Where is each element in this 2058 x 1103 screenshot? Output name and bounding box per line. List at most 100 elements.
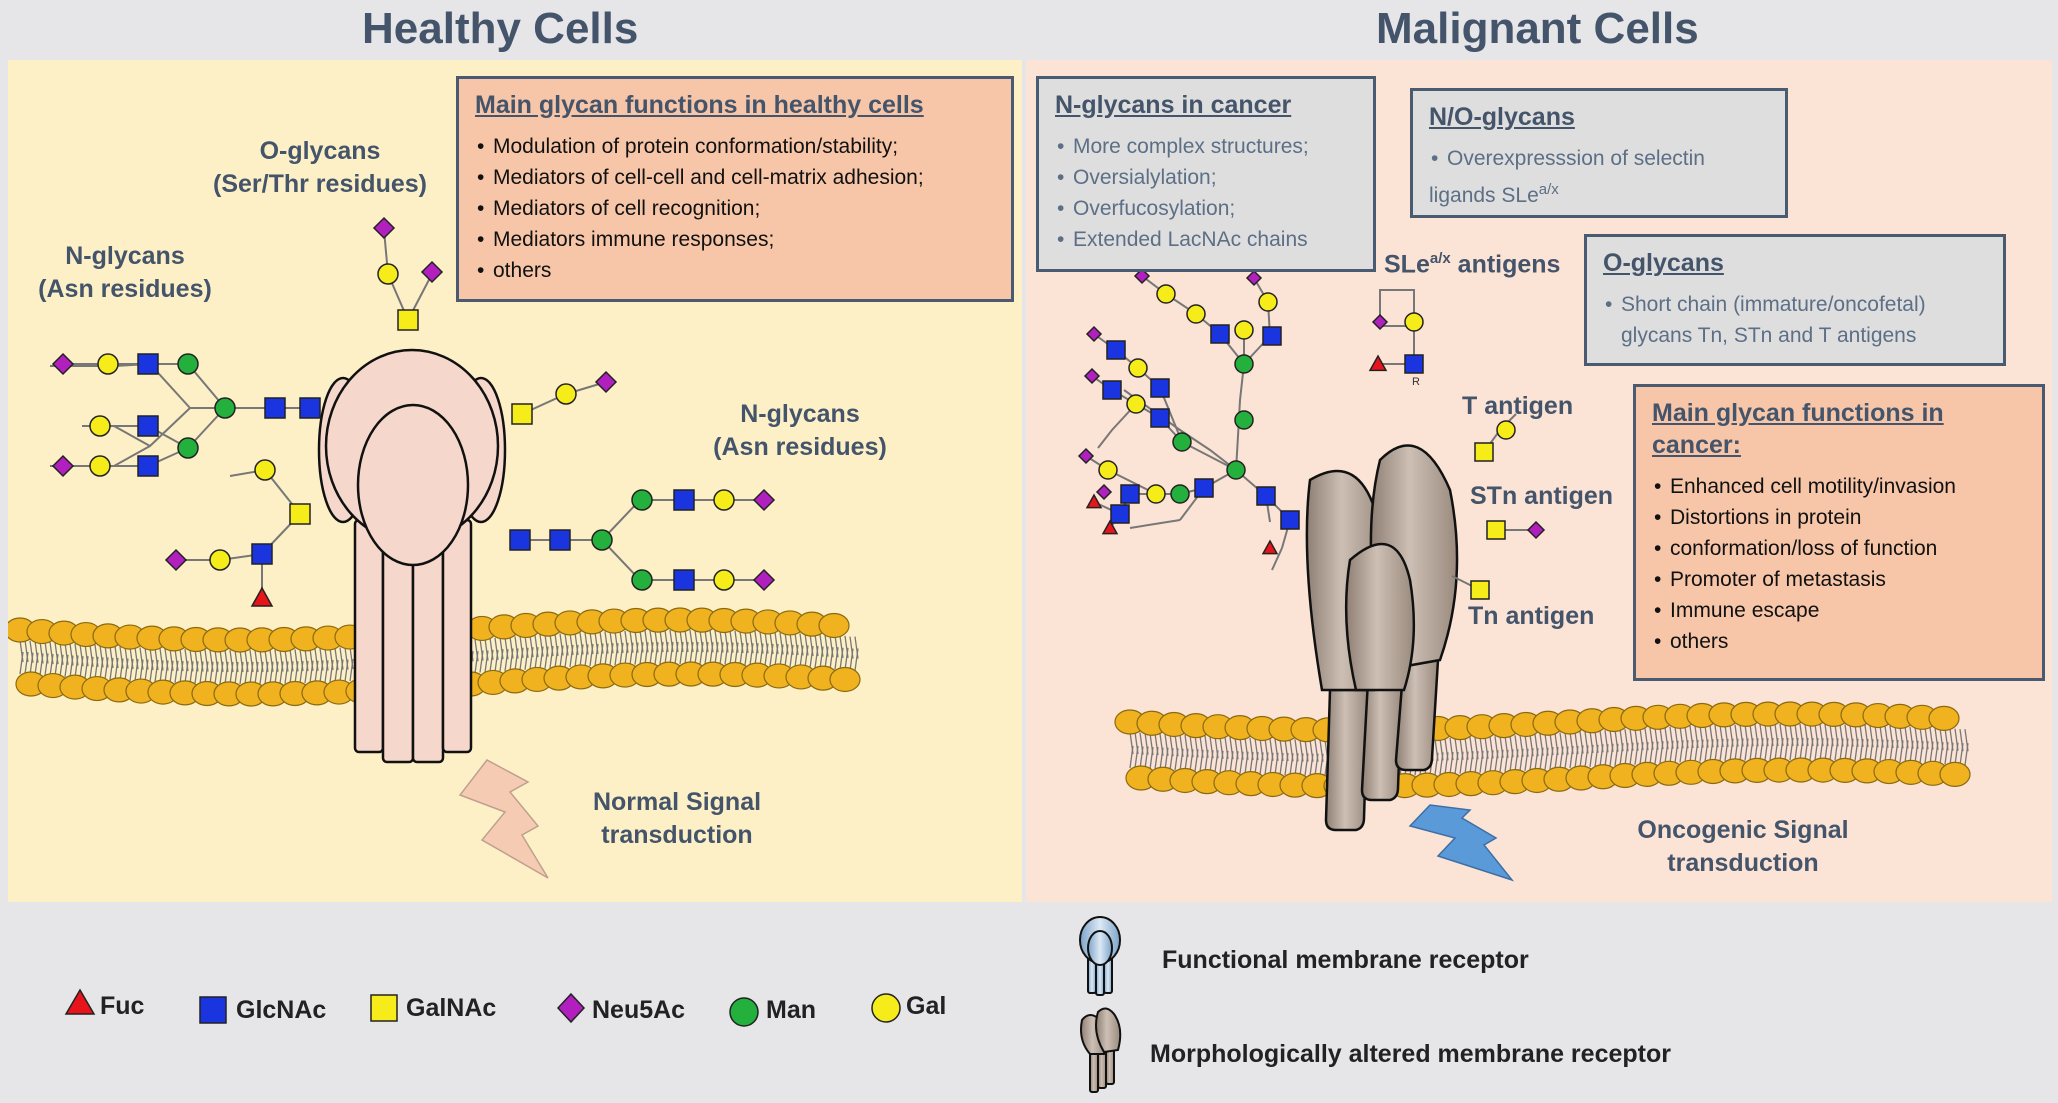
sle-antigens-label: SLea/x antigens xyxy=(1384,242,1560,281)
lipid-tail xyxy=(1684,740,1689,763)
legend-neu5ac-icon xyxy=(556,992,586,1024)
lipid-tail xyxy=(1864,738,1869,762)
lipid-tail xyxy=(264,661,269,684)
lipid-tail xyxy=(1854,738,1859,761)
gal-icon xyxy=(89,455,111,477)
lipid-tail xyxy=(149,659,154,683)
lipid-tail xyxy=(1669,740,1674,763)
lipid-tail xyxy=(164,660,169,683)
list-item: Modulation of protein conformation/stabi… xyxy=(475,131,995,162)
legend-galnac-icon xyxy=(370,994,398,1022)
lipid-tail xyxy=(104,657,109,680)
lipid-tail xyxy=(269,661,274,684)
lipid-tail xyxy=(54,654,59,677)
lipid-tail xyxy=(619,642,624,665)
lipid-tail xyxy=(489,649,494,672)
lipid-tail xyxy=(739,642,744,666)
glcnac-icon xyxy=(1256,486,1276,506)
list-item: Overexpresssion of selectin xyxy=(1429,143,1769,174)
lipid-tail xyxy=(1569,745,1574,769)
man-icon xyxy=(1172,432,1192,452)
lipid-tail xyxy=(1164,747,1169,770)
gal-icon xyxy=(1098,460,1118,480)
lipid-tail xyxy=(509,648,514,671)
lipid-tail xyxy=(1889,739,1894,763)
o-glycans-label: O-glycans (Ser/Thr residues) xyxy=(200,135,440,201)
lipid-tail xyxy=(1609,743,1614,766)
glcnac-icon xyxy=(549,529,571,551)
lipid-tail xyxy=(1254,751,1259,775)
lipid-tail xyxy=(524,647,529,670)
lipid-tail xyxy=(1294,753,1299,776)
lipid-tail xyxy=(334,659,339,683)
lipid-tail xyxy=(1644,742,1649,765)
lipid-tail xyxy=(1134,745,1139,769)
lipid-tail xyxy=(1499,749,1504,772)
lipid-tail xyxy=(1549,747,1554,770)
n-glycans-right-label-line2: (Asn residues) xyxy=(713,433,887,461)
glcnac-icon xyxy=(1210,324,1230,344)
glycan-link xyxy=(1243,277,1272,365)
legend-neu5ac-label: Neu5Ac xyxy=(592,996,686,1024)
o-glycans-line2: glycans Tn, STn and T antigens xyxy=(1621,324,1917,347)
lipid-tail xyxy=(699,642,704,665)
lipid-tail xyxy=(779,644,784,667)
n-glycans-cancer-list: More complex structures; Oversialylation… xyxy=(1055,131,1357,255)
lipid-tail xyxy=(759,643,764,666)
lipid-tail xyxy=(1849,738,1854,761)
lipid-tail xyxy=(244,661,249,685)
glcnac-icon xyxy=(673,489,695,511)
oncogenic-signal-label-line2: transduction xyxy=(1667,849,1819,877)
lipid-tail xyxy=(1659,741,1664,764)
lipid-tail xyxy=(494,649,499,672)
lipid-tail xyxy=(144,659,149,682)
lipid-tail xyxy=(644,642,649,665)
galnac-icon xyxy=(289,503,311,525)
n-glycans-cancer-box: N-glycans in cancer More complex structu… xyxy=(1036,76,1376,272)
glcnac-icon xyxy=(509,529,531,551)
lipid-tail xyxy=(1159,747,1164,770)
neu5ac-icon xyxy=(420,260,444,284)
list-item: Overfucosylation; xyxy=(1055,193,1357,224)
lipid-tail xyxy=(639,642,644,665)
neu5ac-icon xyxy=(1095,483,1113,501)
legend-altered-receptor-label: Morphologically altered membrane recepto… xyxy=(1150,1040,1671,1068)
neu5ac-icon xyxy=(1077,447,1095,465)
lipid-tail xyxy=(604,643,609,666)
o-glycans-heading: O-glycans xyxy=(1603,249,1724,277)
lipid-tail xyxy=(1714,739,1719,762)
gal-icon xyxy=(1186,304,1206,324)
lipid-tail xyxy=(329,659,334,683)
glycan-link xyxy=(176,513,301,561)
lipid-tail xyxy=(214,661,219,684)
neu5ac-icon xyxy=(51,454,75,478)
lipid-tail xyxy=(774,643,779,667)
lipid-tail xyxy=(1279,752,1284,776)
glycan-link xyxy=(1271,547,1283,571)
lipid-tail xyxy=(1809,737,1814,761)
lipid-tail xyxy=(289,661,294,684)
lipid-tail xyxy=(1474,751,1479,774)
lipid-tail xyxy=(819,646,824,669)
healthy-receptor xyxy=(317,348,507,764)
lipid-tail xyxy=(1519,748,1524,771)
glcnac-icon xyxy=(673,569,695,591)
man-icon xyxy=(631,489,653,511)
lipid-tail xyxy=(64,654,69,677)
man-icon xyxy=(177,437,199,459)
lipid-tail xyxy=(1689,739,1694,763)
oncogenic-signal-label-line1: Oncogenic Signal xyxy=(1637,816,1849,844)
lipid-tail xyxy=(1444,752,1449,775)
lipid-tail xyxy=(1154,747,1159,770)
lipid-tail xyxy=(1264,752,1269,775)
lipid-tail xyxy=(1729,738,1734,761)
lipid-tail xyxy=(99,657,104,680)
lipid-tail xyxy=(29,652,34,675)
lipid-tail xyxy=(1509,749,1514,772)
lipid-tail xyxy=(1239,751,1244,774)
oncogenic-signal-bolt xyxy=(1408,804,1515,882)
healthy-functions-heading: Main glycan functions in healthy cells xyxy=(475,91,924,119)
lipid-tail xyxy=(1559,746,1564,769)
lipid-tail xyxy=(1314,753,1319,776)
